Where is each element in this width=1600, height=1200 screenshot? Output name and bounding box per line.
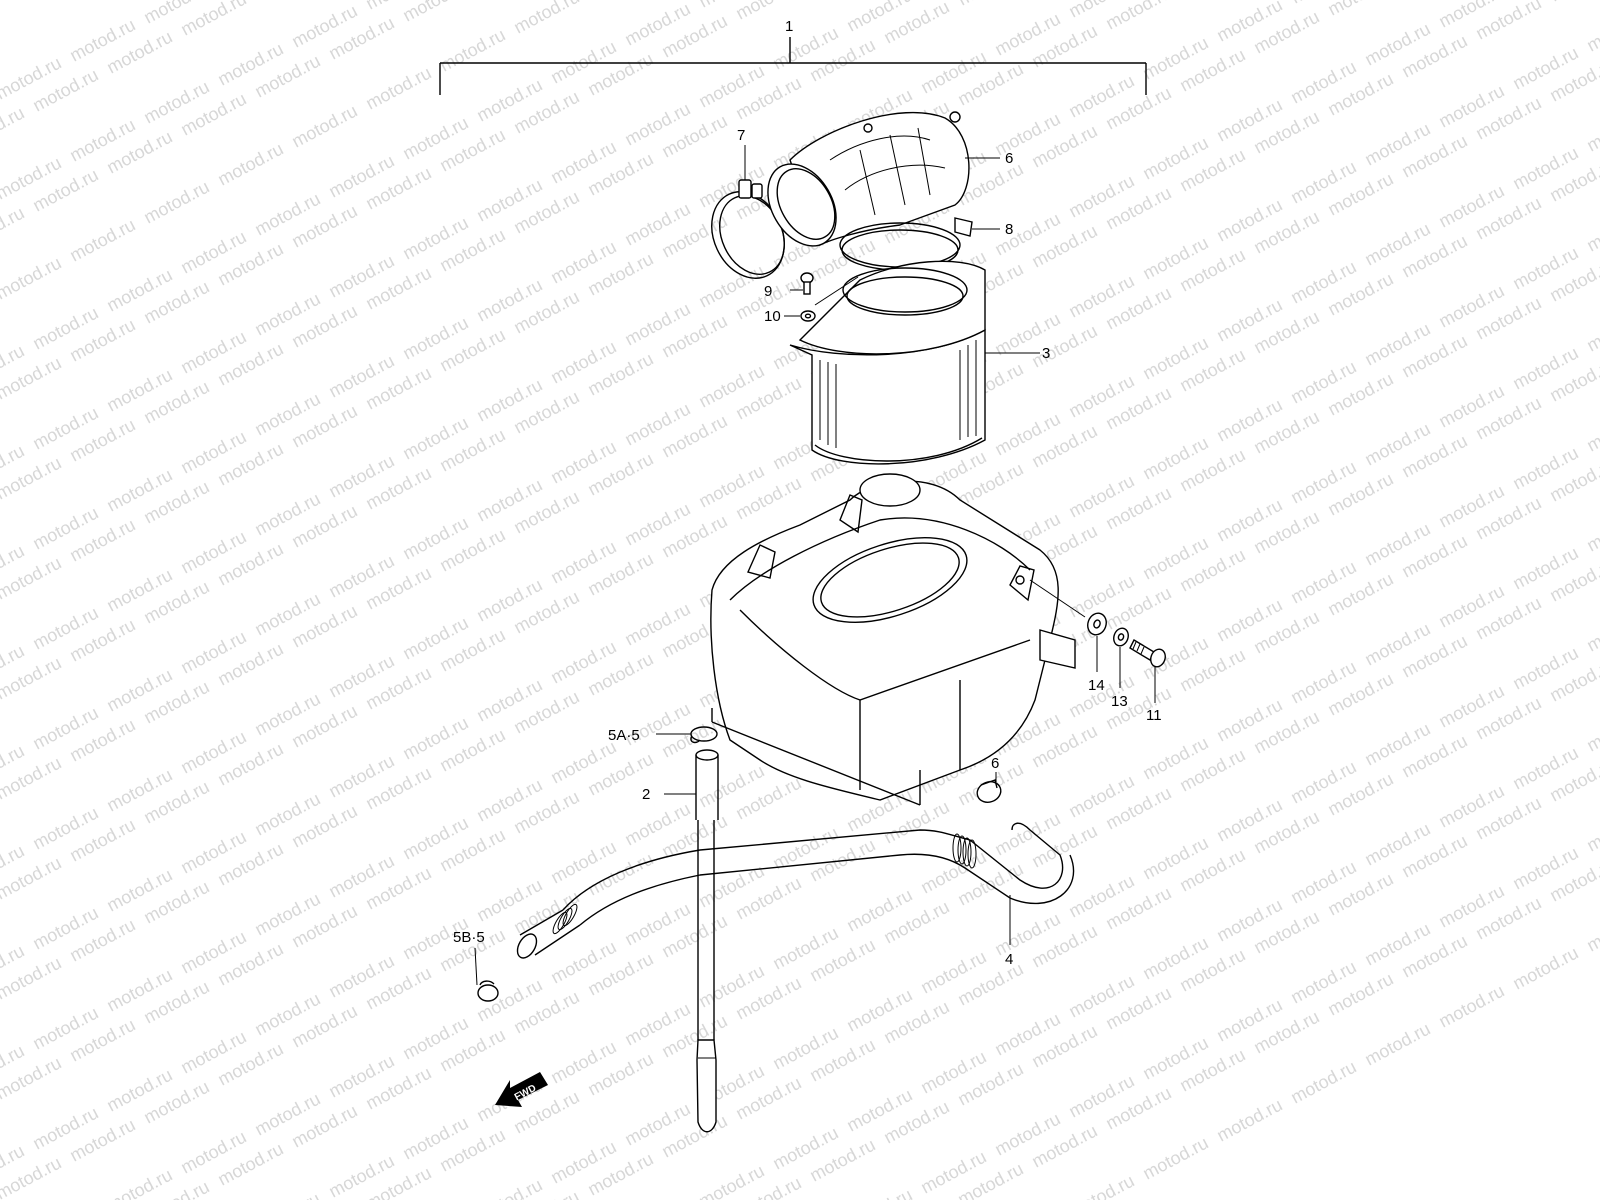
clamp-6[interactable] (974, 778, 1003, 805)
washer-14[interactable] (1085, 611, 1109, 638)
callout-5b: 5B·5 (453, 929, 485, 946)
callout-6: 6 (991, 755, 999, 772)
callout-10: 9 (764, 283, 772, 300)
outlet-tube-7[interactable] (754, 111, 970, 258)
bolt-12[interactable] (1129, 639, 1168, 669)
fwd-direction-badge: FWD (495, 1072, 548, 1107)
clamp-5b[interactable] (477, 980, 499, 1002)
callout-2: 2 (642, 786, 650, 803)
element-3[interactable] (789, 260, 986, 465)
callout-5a: 5A·5 (608, 727, 640, 744)
callout-8: 7 (737, 127, 745, 144)
callout-9: 8 (1005, 221, 1013, 238)
drain-tube-2[interactable] (695, 749, 719, 1133)
callout-12: 11 (1146, 707, 1162, 724)
screw-10[interactable] (800, 272, 814, 295)
assembly-bracket: 1 (439, 18, 1147, 95)
callout-11: 10 (764, 308, 781, 325)
washer-13[interactable] (1111, 626, 1130, 648)
callout-4: 4 (1005, 951, 1013, 968)
case-bottom-lines (711, 708, 921, 806)
breather-hose-4[interactable] (514, 822, 1075, 961)
air-cleaner-case[interactable] (710, 473, 1076, 801)
callout-1: 1 (785, 18, 793, 35)
callout-3: 3 (1042, 345, 1050, 362)
clamp-5a[interactable] (690, 726, 718, 744)
callout-13: 13 (1111, 693, 1128, 710)
callout-7: 6 (1005, 150, 1013, 167)
washer-11[interactable] (800, 310, 816, 322)
callout-14: 14 (1088, 677, 1105, 694)
